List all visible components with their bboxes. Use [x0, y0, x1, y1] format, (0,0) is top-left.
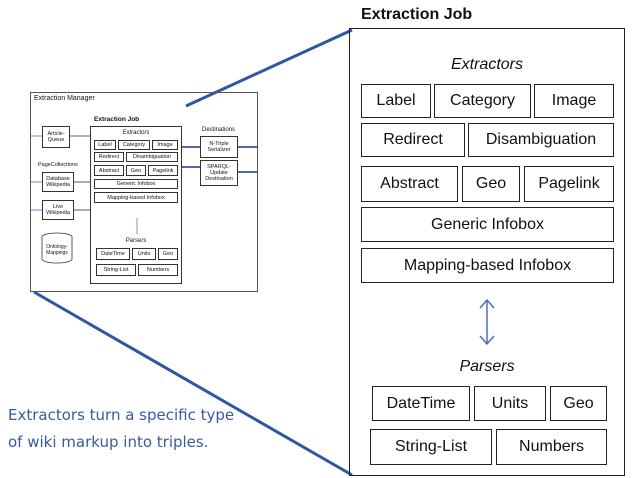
- thumb-article-queue: Article-Queue: [42, 126, 70, 148]
- thumb-job-title: Extraction Job: [94, 116, 140, 123]
- parser-datetime: DateTime: [372, 386, 470, 421]
- thumb-job-frame: [90, 126, 182, 284]
- parser-units: Units: [474, 386, 546, 421]
- zoom-line-bottom: [33, 290, 353, 477]
- extractor-abstract: Abstract: [361, 166, 458, 202]
- extractor-geo: Geo: [462, 166, 520, 202]
- zoom-title: Extraction Job: [361, 6, 473, 23]
- extractor-disambiguation: Disambiguation: [468, 123, 614, 157]
- parser-numbers: Numbers: [496, 429, 607, 465]
- extractor-redirect: Redirect: [361, 123, 465, 157]
- thumb-abstract: Abstract: [94, 165, 124, 176]
- thumb-arrows: [30, 135, 258, 234]
- extractor-label: Label: [361, 84, 431, 118]
- caption: Extractors turn a specific type of wiki …: [8, 402, 248, 456]
- extractor-mapping-infobox: Mapping-based Infobox: [361, 248, 614, 283]
- thumb-page-collections: PageCollections: [38, 162, 78, 168]
- thumb-redirect: Redirect: [94, 152, 124, 162]
- extractor-category: Category: [434, 84, 531, 118]
- thumb-mapping-infobox: Mapping-based Infobox: [94, 192, 178, 203]
- zoom-line-top: [185, 28, 353, 108]
- thumb-label: Label: [94, 140, 116, 150]
- thumbnail-diagram: Extraction Manager Article-Queue PageCol…: [30, 92, 258, 292]
- thumb-extractors-label: Extractors: [122, 130, 150, 136]
- thumb-database-wikipedia: Database Wikipedia: [42, 172, 74, 192]
- thumb-image: Image: [152, 140, 178, 150]
- thumb-parsers-label: Parsers: [125, 238, 147, 244]
- zoom-extractors-label: Extractors: [450, 56, 523, 73]
- bidirectional-arrow-icon: [479, 298, 495, 346]
- thumb-title: Extraction Manager: [34, 95, 95, 102]
- extractor-pagelink: Pagelink: [524, 166, 614, 202]
- caption-line-1: Extractors turn a specific type: [8, 406, 235, 424]
- thumb-category: Category: [118, 140, 150, 150]
- caption-line-2: of wiki markup into triples.: [8, 433, 209, 451]
- thumb-frame: [30, 92, 258, 292]
- zoom-parsers-label: Parsers: [459, 358, 515, 375]
- thumb-geo-parser: Geo: [158, 248, 178, 260]
- thumb-units: Units: [132, 248, 156, 260]
- thumb-ontology-cylinder: [40, 232, 74, 264]
- extractor-generic-infobox: Generic Infobox: [361, 207, 614, 242]
- thumb-numbers: Numbers: [138, 264, 178, 276]
- thumb-sparql: SPARQL-Update Destination: [200, 160, 238, 186]
- thumb-live-wikipedia: Live Wikipedia: [42, 200, 74, 220]
- extractor-image: Image: [534, 84, 614, 118]
- thumb-pagelink: Pagelink: [148, 165, 178, 176]
- thumb-generic-infobox: Generic Infobox: [94, 179, 178, 189]
- zoom-frame: [349, 28, 625, 476]
- thumb-destinations: Destinations: [202, 127, 236, 133]
- thumb-string-list: String-List: [96, 264, 136, 276]
- thumb-ontology-mappings: Ontology-Mappings: [46, 244, 68, 256]
- thumb-disambiguation: Disambiguation: [126, 152, 178, 162]
- thumb-geo: Geo: [126, 165, 146, 176]
- thumb-n-triple: N-Triple Serializer: [200, 136, 238, 158]
- thumb-datetime: DateTime: [96, 248, 130, 260]
- parser-geo: Geo: [550, 386, 607, 421]
- parser-string-list: String-List: [370, 429, 492, 465]
